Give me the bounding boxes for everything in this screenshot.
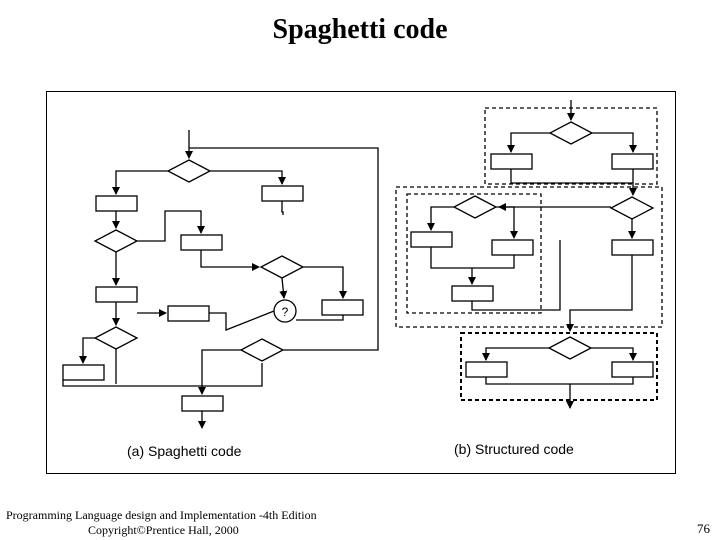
process-box	[491, 239, 534, 256]
decision-diamond	[93, 326, 139, 350]
dashed-region	[460, 332, 658, 401]
process-box	[181, 395, 224, 412]
decision-diamond	[548, 121, 594, 145]
decision-diamond	[452, 195, 498, 219]
dashed-region	[395, 186, 663, 328]
process-box	[611, 361, 654, 378]
process-box	[95, 195, 138, 212]
process-box	[95, 286, 138, 303]
process-box	[321, 299, 364, 316]
process-box	[611, 153, 654, 170]
spaghetti-flowchart	[62, 130, 379, 429]
process-box	[261, 185, 304, 202]
decision-diamond	[93, 229, 139, 253]
process-box	[167, 305, 210, 322]
process-box	[62, 364, 105, 381]
caption-structured: (b) Structured code	[454, 441, 574, 457]
footer-book-title: Programming Language design and Implemen…	[6, 508, 317, 522]
process-box	[611, 239, 654, 256]
structured-flowchart	[395, 100, 663, 409]
process-box	[465, 361, 508, 378]
caption-spaghetti: (a) Spaghetti code	[127, 443, 242, 459]
footer-copyright: Copyright©Prentice Hall, 2000	[88, 523, 239, 537]
decision-diamond	[259, 255, 305, 279]
figure-frame	[46, 91, 676, 474]
decision-label: ?	[282, 305, 289, 319]
dashed-region	[406, 193, 542, 314]
slide-title: Spaghetti code	[272, 14, 448, 45]
decision-diamond	[239, 338, 285, 362]
decision-diamond	[547, 336, 593, 360]
decision-diamond	[166, 159, 212, 183]
process-box	[451, 285, 494, 302]
process-box	[490, 153, 533, 170]
page-number: 76	[697, 521, 710, 536]
process-box	[180, 234, 223, 251]
decision-diamond	[609, 196, 655, 220]
process-box	[410, 231, 453, 248]
